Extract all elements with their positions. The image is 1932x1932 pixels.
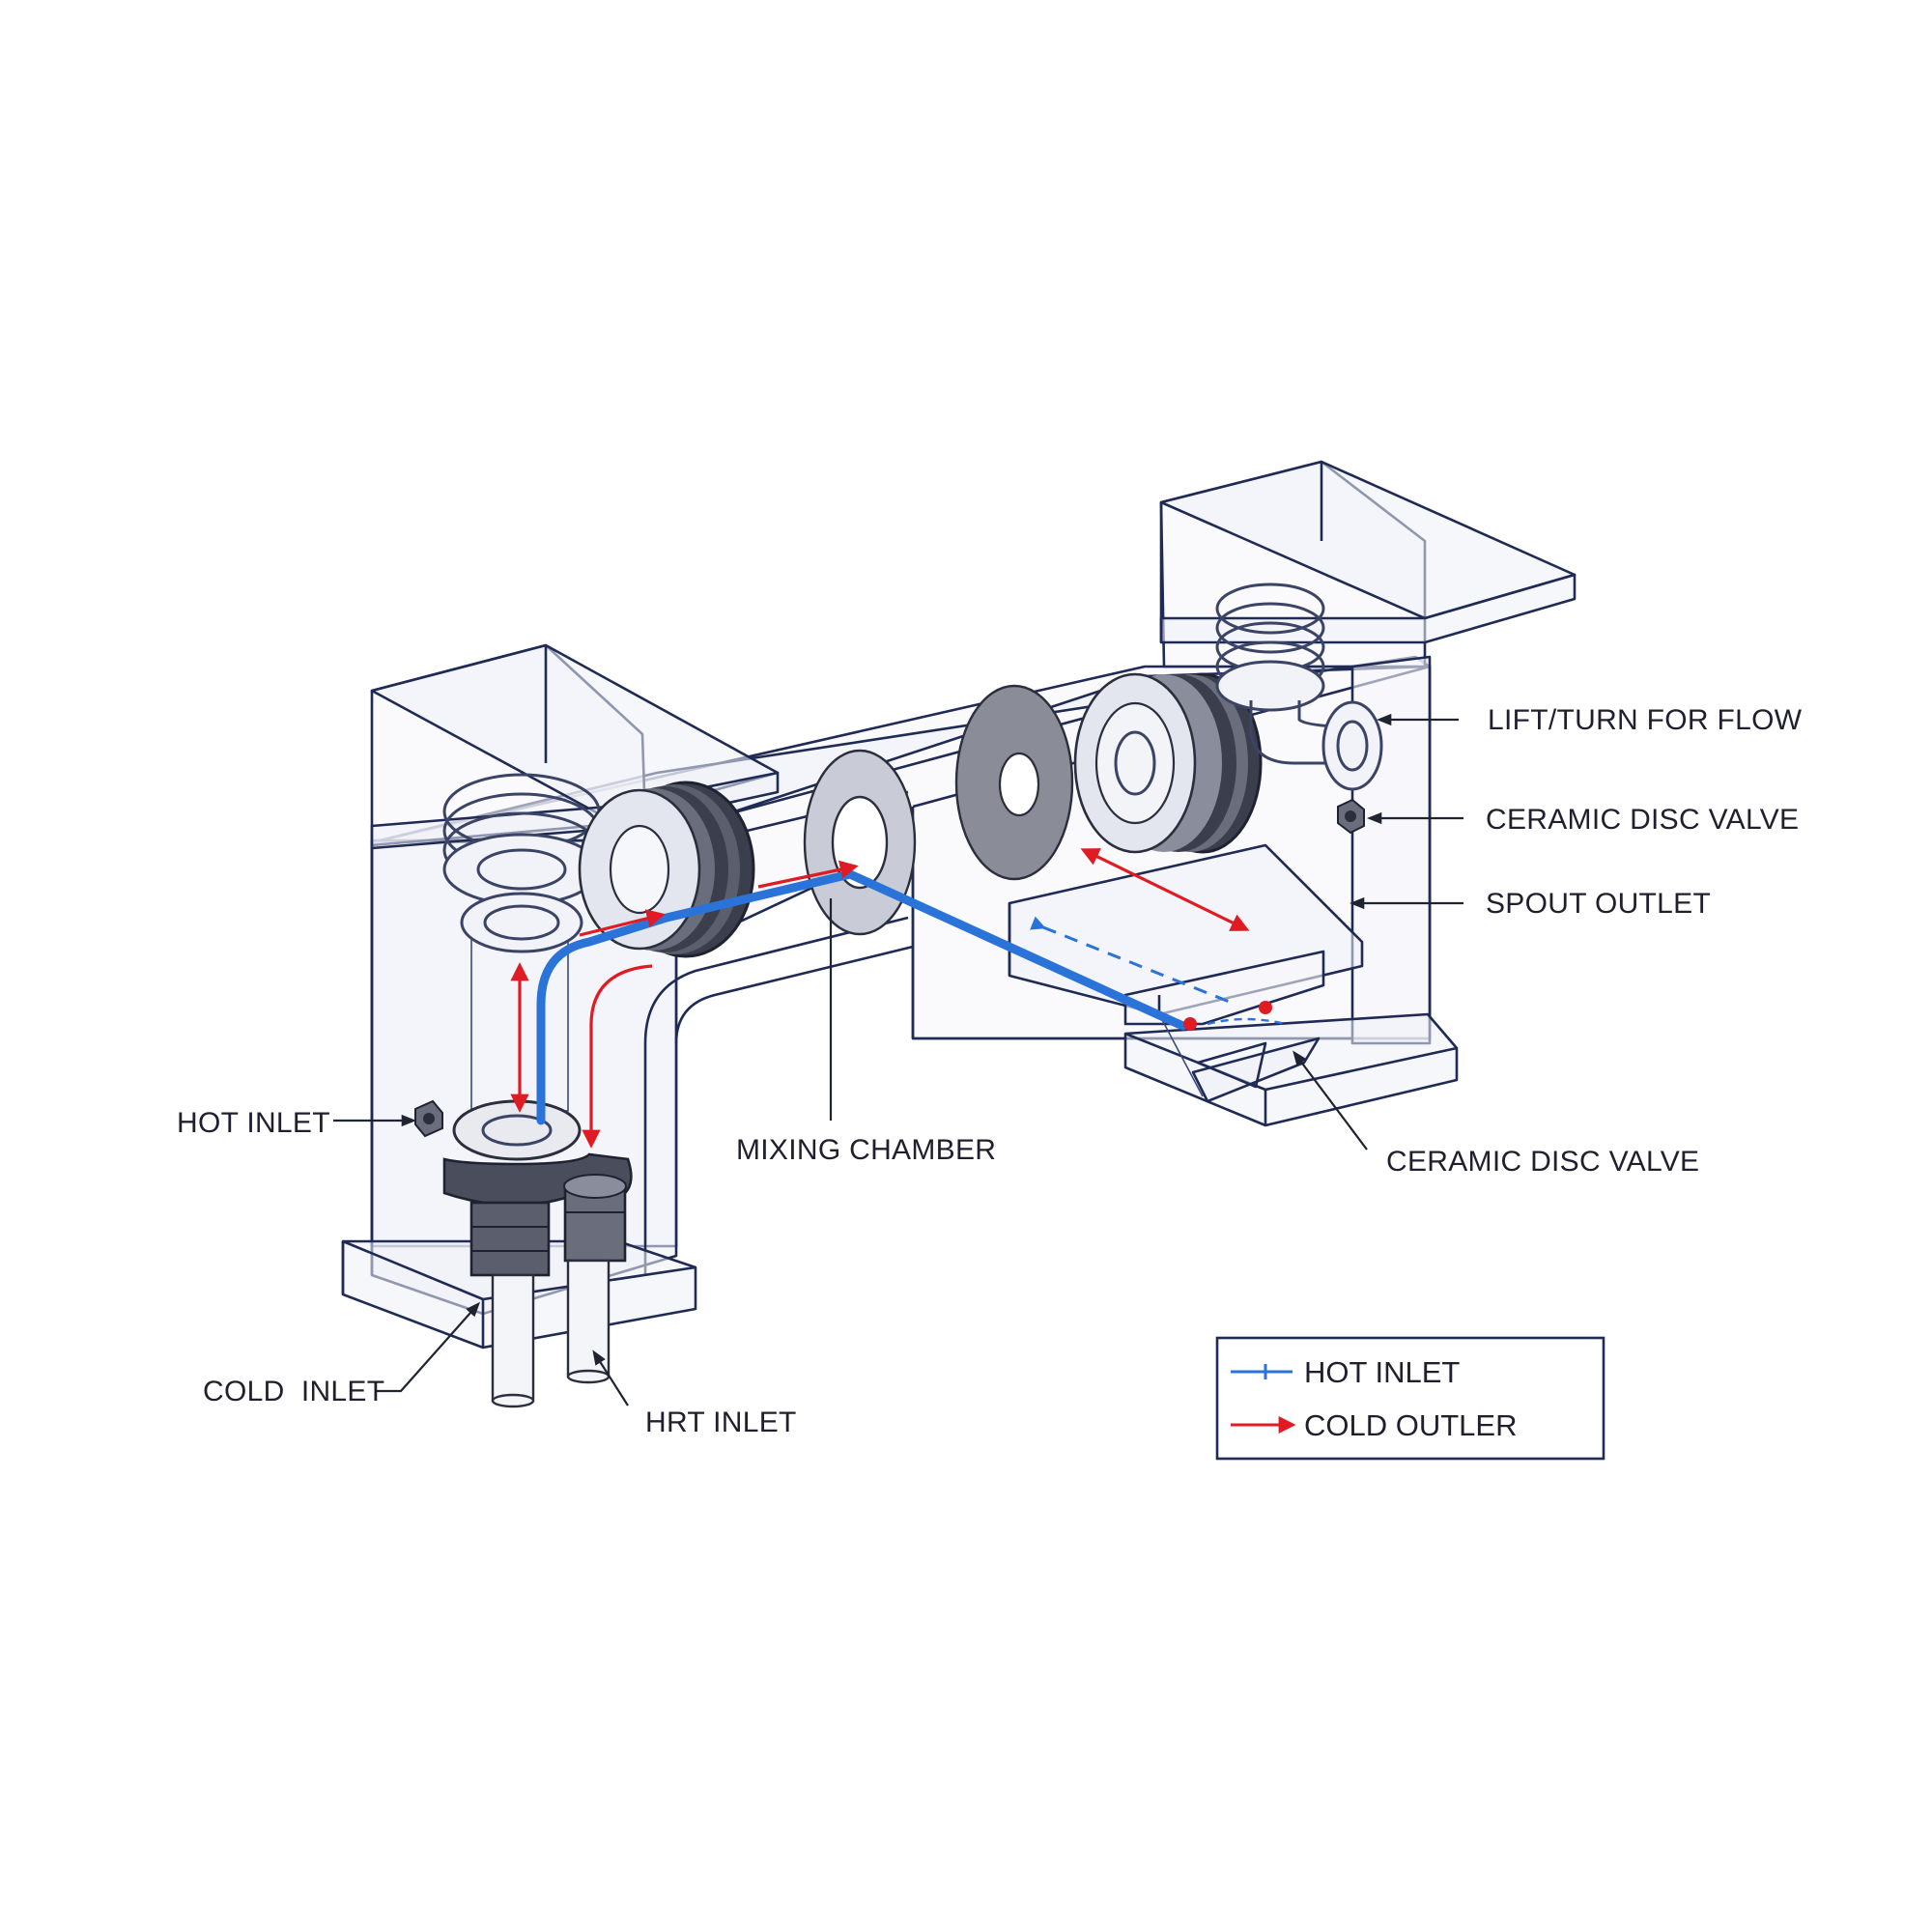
cold-arrow-2 bbox=[757, 860, 859, 889]
label-cold-inlet: COLD INLET bbox=[203, 1376, 384, 1407]
cold-dot-2 bbox=[1259, 1001, 1272, 1014]
supply-pipes-icon bbox=[491, 1259, 611, 1408]
label-spout-outlet: SPOUT OUTLET bbox=[1486, 888, 1711, 920]
legend-cold-label: COLD OUTLER bbox=[1304, 1408, 1517, 1442]
label-mixing-chamber: MIXING CHAMBER bbox=[736, 1134, 996, 1166]
nut-right-icon bbox=[1337, 798, 1365, 835]
label-hrt-inlet: HRT INLET bbox=[645, 1406, 797, 1438]
legend: HOT INLET COLD OUTLER bbox=[1215, 1336, 1605, 1461]
left-valve-cylinder-icon bbox=[578, 781, 755, 958]
hot-flow-path bbox=[536, 869, 1183, 1125]
labels: LIFT/TURN FOR FLOW CERAMIC DISC VALVE SP… bbox=[177, 704, 1803, 1438]
legend-box bbox=[1215, 1336, 1605, 1461]
nut-left-icon bbox=[414, 1099, 443, 1138]
mixing-chamber-washer-icon bbox=[803, 749, 917, 936]
right-valve-cylinder-icon bbox=[1073, 672, 1263, 854]
hot-flow-dashed bbox=[1030, 916, 1237, 1007]
components bbox=[414, 582, 1383, 1408]
legend-item-hot: HOT INLET bbox=[1231, 1355, 1460, 1389]
left-collar-ring-icon bbox=[460, 892, 583, 953]
cold-arrow-curve bbox=[582, 964, 653, 1149]
cold-arrow-diag bbox=[1080, 848, 1250, 931]
label-hot-inlet-left: HOT INLET bbox=[177, 1107, 330, 1139]
label-lift-turn: LIFT/TURN FOR FLOW bbox=[1488, 704, 1803, 736]
right-elbow-pipe-icon bbox=[1249, 700, 1383, 791]
left-bottom-valve-icon bbox=[442, 1099, 633, 1277]
label-ceramic-disc-valve-top: CERAMIC DISC VALVE bbox=[1486, 804, 1799, 836]
leader-lines bbox=[333, 713, 1463, 1406]
cold-dot-1 bbox=[1183, 1017, 1197, 1031]
right-cartridge-rings-icon bbox=[1215, 582, 1325, 712]
large-disc-icon bbox=[954, 684, 1074, 881]
right-base-plate bbox=[1123, 1012, 1459, 1127]
legend-hot-label: HOT INLET bbox=[1304, 1355, 1460, 1389]
cold-arrow-1 bbox=[579, 909, 666, 937]
flow-paths bbox=[510, 848, 1286, 1149]
label-ceramic-disc-valve-bottom: CERAMIC DISC VALVE bbox=[1386, 1146, 1699, 1178]
legend-item-cold: COLD OUTLER bbox=[1231, 1408, 1517, 1442]
